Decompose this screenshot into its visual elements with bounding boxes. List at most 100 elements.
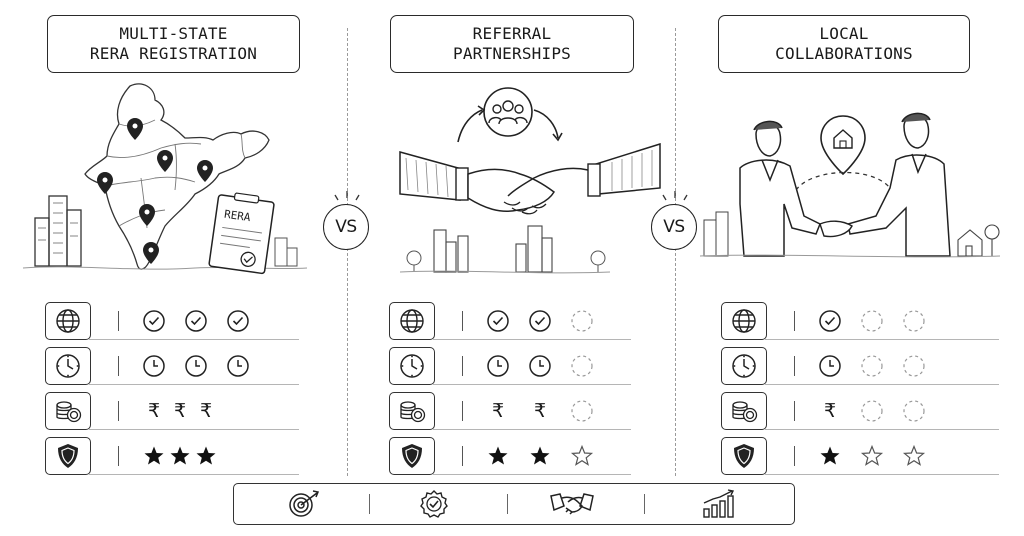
check-circle-icon bbox=[225, 309, 251, 333]
row-separator bbox=[794, 401, 795, 421]
empty-circle-icon bbox=[569, 309, 595, 333]
check-circle-icon bbox=[183, 309, 209, 333]
row-separator bbox=[462, 356, 463, 376]
row-underline bbox=[433, 384, 631, 385]
row-underline bbox=[765, 474, 999, 475]
rupee-icon: ₹ bbox=[823, 400, 837, 422]
rating-row-time bbox=[389, 347, 631, 385]
star-filled-icon bbox=[485, 444, 511, 468]
star-outline-icon bbox=[859, 444, 885, 468]
rating-row-time bbox=[45, 347, 299, 385]
rating-row-cost: ₹ bbox=[721, 392, 999, 430]
star-filled-icon bbox=[193, 444, 219, 468]
vs-spark-icon bbox=[334, 191, 360, 201]
star-filled-icon bbox=[141, 444, 167, 468]
vs-badge: VS bbox=[651, 204, 697, 250]
row-separator bbox=[118, 356, 119, 376]
rating-row-reach bbox=[45, 302, 299, 340]
growth-chart-icon bbox=[703, 489, 735, 518]
star-outline-icon bbox=[569, 444, 595, 468]
shield-icon bbox=[721, 437, 767, 475]
column-divider bbox=[675, 28, 676, 476]
footer-cell-badge bbox=[364, 484, 504, 524]
column-title-line2: PARTNERSHIPS bbox=[453, 44, 571, 63]
rupee-icon: ₹ bbox=[533, 400, 547, 422]
clock-icon bbox=[389, 347, 435, 385]
empty-circle-icon bbox=[901, 399, 927, 423]
row-underline bbox=[433, 339, 631, 340]
footer-cell-target bbox=[234, 484, 374, 524]
rupee-icon: ₹ bbox=[173, 400, 187, 422]
star-filled-icon bbox=[817, 444, 843, 468]
column-local-collaborations: LOCAL COLLABORATIONS bbox=[690, 0, 1024, 490]
clock-icon bbox=[45, 347, 91, 385]
clock-mark-icon bbox=[527, 354, 553, 378]
clock-icon bbox=[721, 347, 767, 385]
row-underline bbox=[89, 429, 299, 430]
rating-row-cost: ₹₹₹ bbox=[45, 392, 299, 430]
column-title-line1: LOCAL bbox=[819, 24, 869, 43]
target-icon bbox=[289, 490, 320, 517]
vs-label: VS bbox=[663, 217, 685, 237]
shield-icon bbox=[45, 437, 91, 475]
row-separator bbox=[118, 446, 119, 466]
shield-icon bbox=[389, 437, 435, 475]
column-title-line1: REFERRAL bbox=[472, 24, 552, 43]
clock-mark-icon bbox=[183, 354, 209, 378]
row-separator bbox=[118, 311, 119, 331]
row-separator bbox=[462, 446, 463, 466]
vs-label: VS bbox=[335, 217, 357, 237]
row-underline bbox=[433, 474, 631, 475]
row-separator bbox=[462, 401, 463, 421]
coins-icon bbox=[389, 392, 435, 430]
column-referral-partnerships: REFERRAL PARTNERSHIPS bbox=[350, 0, 670, 490]
check-circle-icon bbox=[141, 309, 167, 333]
column-multi-state-rera: MULTI-STATE RERA REGISTRATION bbox=[0, 0, 330, 490]
column-title-line2: COLLABORATIONS bbox=[775, 44, 913, 63]
empty-circle-icon bbox=[859, 309, 885, 333]
empty-circle-icon bbox=[859, 399, 885, 423]
row-underline bbox=[89, 384, 299, 385]
people-collaboration-illustration bbox=[699, 112, 1001, 258]
vs-spark-icon bbox=[662, 191, 688, 201]
footer-cell-growth bbox=[649, 484, 789, 524]
rera-stamp-label: RERA bbox=[223, 208, 251, 225]
column-title-line1: MULTI-STATE bbox=[119, 24, 228, 43]
globe-icon bbox=[389, 302, 435, 340]
empty-circle-icon bbox=[569, 354, 595, 378]
clock-mark-icon bbox=[817, 354, 843, 378]
row-separator bbox=[462, 311, 463, 331]
check-circle-icon bbox=[527, 309, 553, 333]
rating-row-security bbox=[721, 437, 999, 475]
row-underline bbox=[89, 474, 299, 475]
footer-separator bbox=[507, 494, 508, 514]
empty-circle-icon bbox=[901, 309, 927, 333]
empty-circle-icon bbox=[569, 399, 595, 423]
row-separator bbox=[118, 401, 119, 421]
rating-row-time bbox=[721, 347, 999, 385]
row-separator bbox=[794, 311, 795, 331]
column-title-box: LOCAL COLLABORATIONS bbox=[718, 15, 970, 73]
row-underline bbox=[433, 429, 631, 430]
check-circle-icon bbox=[817, 309, 843, 333]
footer-cell-handshake bbox=[502, 484, 642, 524]
star-outline-icon bbox=[901, 444, 927, 468]
rating-row-cost: ₹₹ bbox=[389, 392, 631, 430]
empty-circle-icon bbox=[901, 354, 927, 378]
row-underline bbox=[765, 429, 999, 430]
rating-row-security bbox=[45, 437, 299, 475]
rupee-icon: ₹ bbox=[491, 400, 505, 422]
globe-icon bbox=[721, 302, 767, 340]
row-underline bbox=[765, 384, 999, 385]
india-map-illustration: RERA bbox=[22, 83, 308, 275]
row-underline bbox=[89, 339, 299, 340]
empty-circle-icon bbox=[859, 354, 885, 378]
coins-icon bbox=[721, 392, 767, 430]
globe-icon bbox=[45, 302, 91, 340]
rupee-icon: ₹ bbox=[199, 400, 213, 422]
footer-separator bbox=[644, 494, 645, 514]
row-separator bbox=[794, 356, 795, 376]
row-separator bbox=[794, 446, 795, 466]
column-divider bbox=[347, 28, 348, 476]
column-title-box: REFERRAL PARTNERSHIPS bbox=[390, 15, 634, 73]
